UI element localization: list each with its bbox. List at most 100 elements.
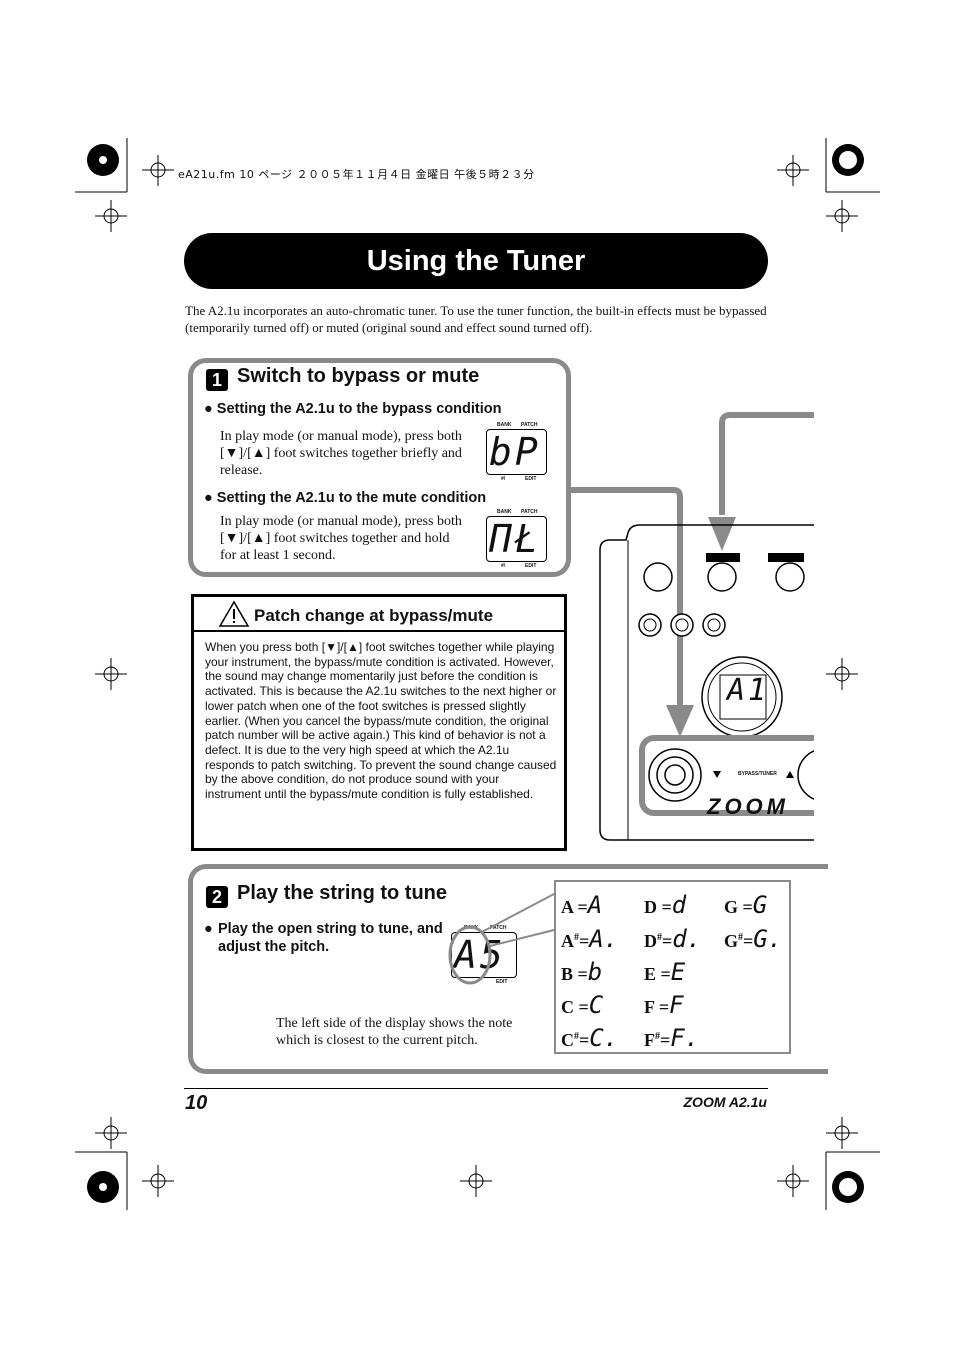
bypass-display: bP — [489, 430, 541, 474]
equals-sign: = — [660, 1030, 671, 1050]
device-logo: ZOOM — [707, 794, 789, 819]
lcd-patch-label: PATCH — [490, 925, 507, 931]
note-cell: G#=G. — [724, 925, 782, 953]
note-cell: F#=F. — [644, 1024, 699, 1052]
equals-sign: = — [738, 897, 753, 917]
step2-title: Play the string to tune — [237, 882, 448, 904]
note-cell: A =A — [561, 891, 602, 919]
note-cell: G =G — [724, 891, 767, 919]
sharp-sign: # — [655, 1031, 660, 1042]
equals-sign: = — [657, 897, 672, 917]
note-name: F — [644, 997, 655, 1017]
equals-sign: = — [573, 964, 588, 984]
equals-sign: = — [656, 964, 671, 984]
device-illustration — [570, 412, 814, 841]
note-name: D — [644, 897, 657, 917]
note-display: b — [587, 958, 603, 986]
lcd-edit-label: EDIT — [525, 563, 537, 569]
equals-sign: = — [573, 897, 588, 917]
caution-title: Patch change at bypass/mute — [254, 606, 494, 625]
title-bar: Using the Tuner — [184, 233, 768, 289]
lcd-hash-label: #/ — [501, 563, 506, 569]
step1-panel — [188, 358, 571, 577]
equals-sign: = — [579, 931, 590, 951]
note-name: C — [561, 1030, 574, 1050]
note-name: A — [561, 931, 574, 951]
device-display: A1 — [727, 673, 770, 708]
equals-sign: = — [574, 997, 589, 1017]
warning-icon — [218, 600, 250, 627]
note-name: A — [561, 897, 574, 917]
note-display: F. — [670, 1024, 700, 1052]
note-display: G — [752, 891, 768, 919]
note-name: B — [561, 964, 574, 984]
file-header: eA21u.fm 10 ページ ２００５年１１月４日 金曜日 午後５時２３分 — [178, 168, 535, 181]
callout-lines — [448, 893, 555, 985]
step2-panel — [188, 864, 828, 1074]
lcd-patch-label: PATCH — [521, 509, 538, 515]
sharp-sign: # — [574, 932, 579, 943]
page-title: Using the Tuner — [366, 244, 586, 277]
bypass-tuner-label: BYPASS/TUNER — [738, 771, 777, 777]
note-display: E — [670, 958, 686, 986]
caution-text: When you press both [▼]/[▲] foot switche… — [205, 640, 557, 802]
equals-sign: = — [743, 931, 754, 951]
note-cell: C#=C. — [561, 1024, 618, 1052]
note-display: G. — [753, 925, 783, 953]
bypass-heading: ● Setting the A2.1u to the bypass condit… — [204, 401, 502, 417]
caution-box: Patch change at bypass/mute When you pre… — [191, 594, 567, 851]
step2-heading: ● Play the open string to tune, and adju… — [204, 921, 443, 955]
note-name: E — [644, 964, 657, 984]
step2-caption: The left side of the display shows the n… — [276, 1016, 513, 1048]
bypass-lcd: BANK PATCH bP #/ EDIT — [486, 422, 547, 482]
note-name: G — [724, 897, 739, 917]
equals-sign: = — [662, 931, 673, 951]
note-display: A — [587, 891, 603, 919]
lcd-bank-label: BANK — [497, 509, 512, 515]
sharp-sign: # — [738, 932, 744, 943]
sharp-sign: # — [574, 1031, 579, 1042]
sharp-sign: # — [657, 932, 662, 943]
caution-header: Patch change at bypass/mute — [194, 597, 564, 632]
lcd-edit-label: EDIT — [496, 979, 508, 985]
note-cell: F =F — [644, 991, 684, 1019]
step1-title: Switch to bypass or mute — [237, 365, 480, 387]
bypass-text: In play mode (or manual mode), press bot… — [220, 429, 462, 478]
equals-sign: = — [654, 997, 670, 1017]
note-cell: B =b — [561, 958, 602, 986]
model-name: ZOOM A2.1u — [683, 1094, 768, 1110]
lcd-patch-label: PATCH — [521, 422, 538, 428]
footer-rule — [184, 1088, 768, 1089]
mute-lcd: BANK PATCH ΠŁ #/ EDIT — [486, 509, 547, 569]
note-name: G — [724, 931, 739, 951]
tuner-display: A5 — [454, 933, 506, 977]
note-cell: A#=A. — [561, 925, 618, 953]
note-cell: D#=d. — [644, 925, 701, 953]
mute-heading: ● Setting the A2.1u to the mute conditio… — [204, 490, 487, 506]
lcd-hash-label: #/ — [501, 476, 506, 482]
page-number: 10 — [185, 1092, 208, 1114]
note-display: C. — [589, 1024, 619, 1052]
note-display: d. — [672, 925, 702, 953]
note-name: D — [644, 931, 657, 951]
mute-display: ΠŁ — [489, 517, 541, 561]
note-display: A. — [589, 925, 619, 953]
note-display: C — [588, 991, 604, 1019]
intro-text: The A2.1u incorporates an auto-chromatic… — [185, 303, 767, 335]
step1-number: 1 — [206, 369, 228, 391]
note-name: F — [644, 1030, 655, 1050]
note-name: C — [561, 997, 574, 1017]
lcd-edit-label: EDIT — [525, 476, 537, 482]
equals-sign: = — [579, 1030, 590, 1050]
note-display: d — [671, 891, 687, 919]
note-display: F — [669, 991, 684, 1019]
step2-number: 2 — [206, 886, 228, 908]
note-cell: E =E — [644, 958, 685, 986]
note-cell: C =C — [561, 991, 603, 1019]
lcd-bank-label: BANK — [497, 422, 512, 428]
bullet-dot: ● — [204, 921, 213, 937]
note-cell: D =d — [644, 891, 686, 919]
mute-text: In play mode (or manual mode), press bot… — [220, 514, 462, 563]
